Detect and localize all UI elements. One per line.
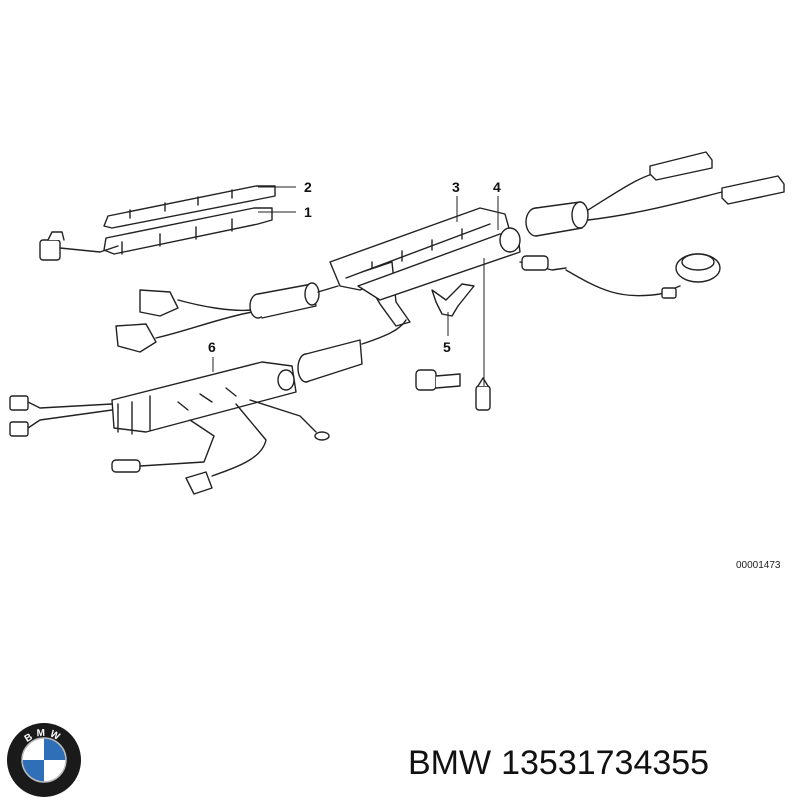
- left-plug-lower: [115, 311, 253, 353]
- sensor-part: [415, 369, 461, 391]
- callout-4: 4: [493, 179, 501, 195]
- lower-lead-plug: [111, 419, 215, 473]
- connector-block-part-6: [111, 361, 297, 435]
- callout-6: 6: [208, 339, 216, 355]
- bolt-part: [475, 377, 491, 411]
- callout-5: 5: [443, 339, 451, 355]
- brand-name: BMW: [408, 744, 492, 782]
- bmw-logo: BMW: [7, 723, 81, 797]
- lower-sleeve: [297, 319, 407, 383]
- round-sensor: [519, 253, 721, 299]
- left-plug-upper: [139, 289, 253, 317]
- bracket-part-5: [431, 283, 475, 317]
- right-sleeve: [525, 171, 723, 237]
- left-plug-connector: [39, 231, 119, 261]
- leader-lines: [212, 186, 499, 386]
- ground-ring-lead: [249, 399, 330, 441]
- lower-lead-boot: [185, 403, 267, 495]
- main-cable-duct-part-4: [357, 227, 521, 301]
- callout-3: 3: [452, 179, 460, 195]
- cover-strip-part-2: [103, 185, 276, 229]
- part-number: 13531734355: [501, 744, 710, 782]
- left-cylinder-sleeve: [249, 282, 339, 319]
- right-connector-lower: [721, 175, 785, 205]
- callout-1: 1: [304, 204, 312, 220]
- left-small-connector-lower: [9, 409, 113, 437]
- right-connector-upper: [649, 151, 713, 181]
- left-small-connector-upper: [9, 395, 113, 411]
- callout-2: 2: [304, 179, 312, 195]
- drawing-id: 00001473: [736, 560, 781, 571]
- wiring-harness-diagram: [9, 151, 785, 495]
